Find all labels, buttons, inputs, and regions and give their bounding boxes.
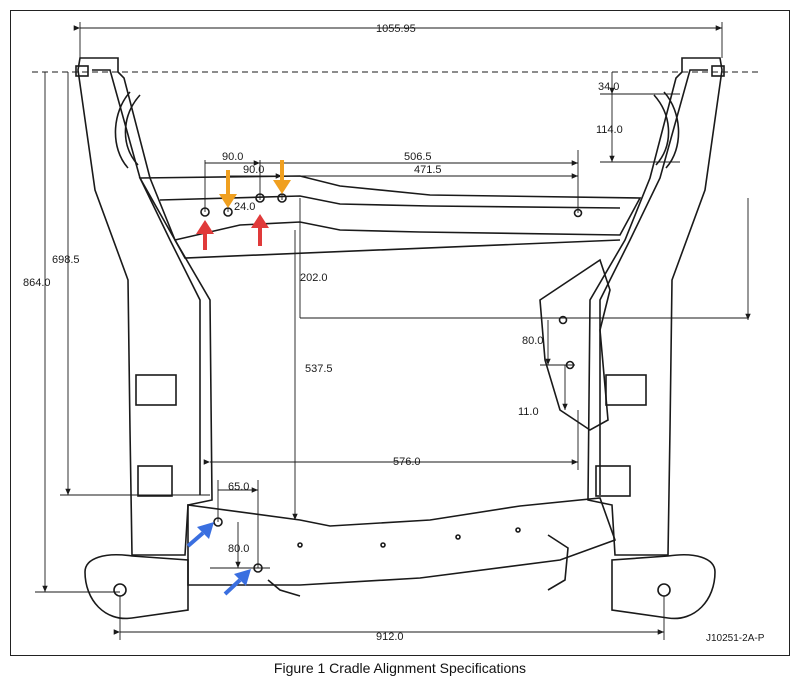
- dim-top-bracket: 114.0: [596, 124, 623, 136]
- blue-arrow-2: [223, 569, 251, 596]
- dim-center-depth: 537.5: [305, 363, 333, 375]
- dim-front-vertical: 80.0: [228, 543, 249, 555]
- dim-right-vertical: 80.0: [522, 335, 543, 347]
- orange-arrow-1: [219, 170, 237, 208]
- cradle-diagram: 1055.95 34.0 114.0 90.0 90.0 24.0 506.5 …: [23, 22, 765, 644]
- part-number: J10251-2A-P: [706, 633, 765, 644]
- dim-lower-span: 576.0: [393, 456, 421, 468]
- dim-right-small: 11.0: [518, 406, 539, 418]
- drawing-frame: [10, 10, 790, 656]
- dim-height-full: 864.0: [23, 277, 51, 289]
- dim-hole-offset: 24.0: [234, 201, 255, 213]
- dim-hole-spacing-b: 90.0: [243, 164, 264, 176]
- red-arrow-1: [196, 220, 214, 250]
- dim-overall-width: 1055.95: [376, 23, 416, 35]
- dim-right-drop: 202.0: [300, 272, 328, 284]
- dim-rear-span-a: 506.5: [404, 151, 432, 163]
- red-arrow-2: [251, 214, 269, 246]
- orange-arrow-2: [273, 160, 291, 194]
- dim-front-offset: 65.0: [228, 481, 249, 493]
- dimension-lines: [32, 22, 760, 640]
- blue-arrow-1: [186, 522, 214, 548]
- cradle-outline: [75, 57, 725, 620]
- dimension-labels: 1055.95 34.0 114.0 90.0 90.0 24.0 506.5 …: [23, 23, 765, 644]
- dim-hole-spacing-a: 90.0: [222, 151, 243, 163]
- dim-top-offset: 34.0: [598, 81, 619, 93]
- dim-height-mid: 698.5: [52, 254, 80, 266]
- dim-bottom-width: 912.0: [376, 631, 404, 643]
- dim-rear-span-b: 471.5: [414, 164, 442, 176]
- figure-caption: Figure 1 Cradle Alignment Specifications: [273, 660, 527, 676]
